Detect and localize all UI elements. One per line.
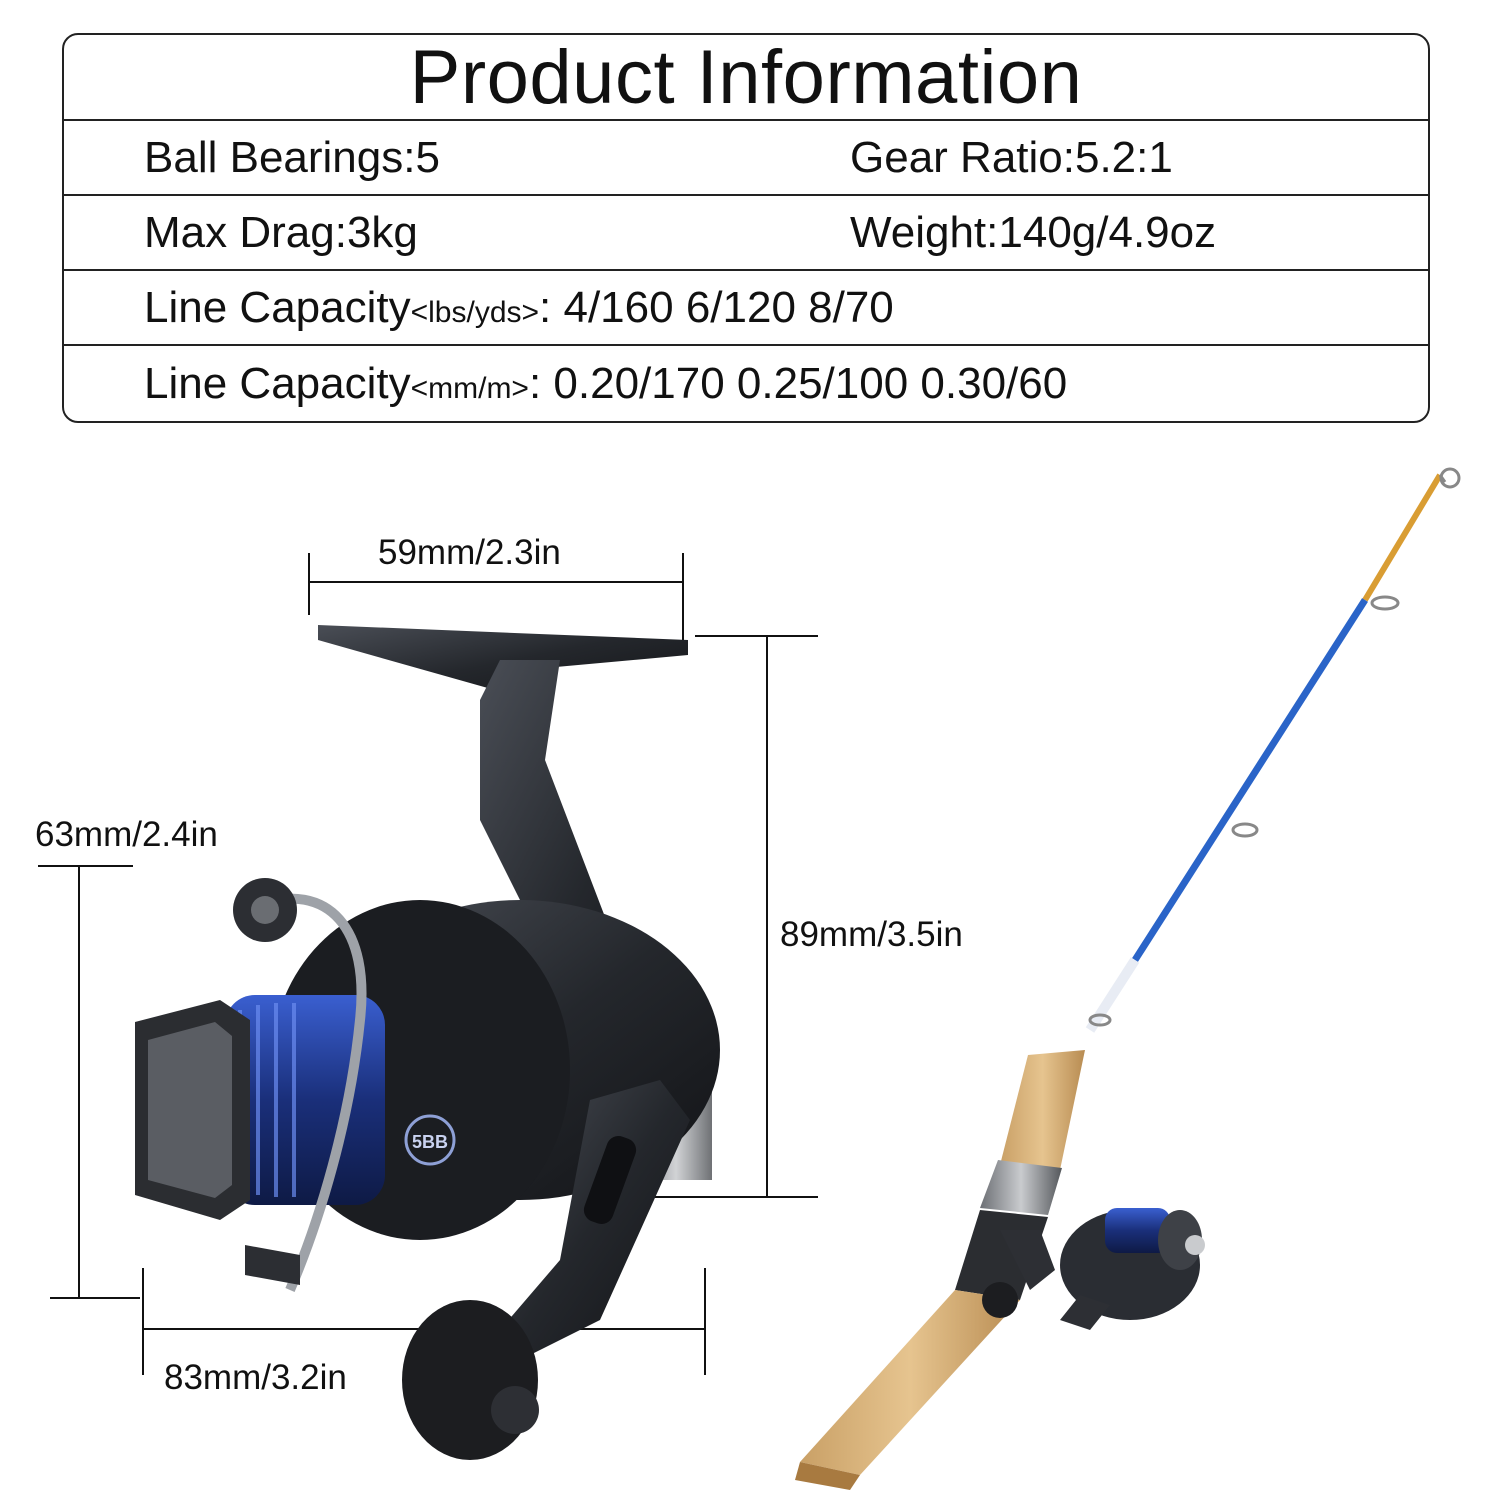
fishing-rod — [795, 467, 1461, 1490]
line-capacity-unit: <lbs/yds> — [410, 295, 540, 329]
dimension-length-label: 83mm/3.2in — [164, 1358, 347, 1397]
weight-spec: Weight:140g/4.9oz — [850, 207, 1217, 257]
line-capacity-values: : 0.20/170 0.25/100 0.30/60 — [528, 358, 1068, 408]
line-capacity-lbs-spec: Line Capacity<lbs/yds>: 4/160 6/120 8/70 — [144, 283, 894, 333]
line-capacity-label: Line Capacity — [144, 358, 411, 408]
spinning-reel-small — [982, 1208, 1205, 1330]
ball-bearings-spec: Ball Bearings:5 — [144, 132, 440, 182]
table-row: Ball Bearings:5 Gear Ratio:5.2:1 — [64, 121, 1428, 196]
dimension-lines — [38, 553, 818, 1375]
table-row: Line Capacity<lbs/yds>: 4/160 6/120 8/70 — [64, 271, 1428, 346]
reel-badge: 5BB — [412, 1132, 448, 1152]
dimension-left-height-label: 63mm/2.4in — [35, 815, 218, 854]
line-capacity-mm-spec: Line Capacity<mm/m>: 0.20/170 0.25/100 0… — [144, 359, 1067, 409]
spinning-reel-large: 5BB — [135, 625, 720, 1460]
gear-ratio-spec: Gear Ratio:5.2:1 — [850, 132, 1173, 182]
table-title: Product Information — [64, 35, 1428, 121]
dimension-right-height-label: 89mm/3.5in — [780, 915, 963, 954]
product-info-table: Product Information Ball Bearings:5 Gear… — [62, 33, 1430, 423]
line-capacity-unit: <mm/m> — [410, 371, 529, 405]
table-row: Line Capacity<mm/m>: 0.20/170 0.25/100 0… — [64, 346, 1428, 421]
line-capacity-values: : 4/160 6/120 8/70 — [539, 282, 894, 332]
max-drag-spec: Max Drag:3kg — [144, 207, 418, 257]
dimension-width-label: 59mm/2.3in — [378, 533, 561, 572]
table-row: Max Drag:3kg Weight:140g/4.9oz — [64, 196, 1428, 271]
line-capacity-label: Line Capacity — [144, 282, 411, 332]
